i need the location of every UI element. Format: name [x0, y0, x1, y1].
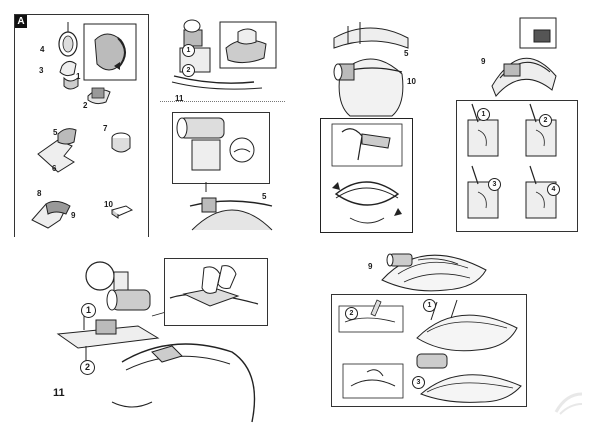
label-part-4: 4 [40, 45, 45, 54]
label-part-1: 1 [76, 72, 81, 81]
bike-helmet-step-1: 1 [423, 299, 436, 312]
helmet-step-2: 2 [539, 114, 552, 127]
label-part-11-top: 11 [175, 94, 184, 103]
knob-illustration [111, 132, 131, 153]
helmet-step-4: 4 [547, 183, 560, 196]
buckle-illustration [31, 200, 71, 229]
helmet-step-1: 1 [477, 108, 490, 121]
label-part-10: 10 [104, 200, 113, 209]
label-part-9: 9 [71, 211, 76, 220]
headband-mount-illustration [171, 19, 277, 90]
label-part-5-helmet: 5 [262, 192, 267, 201]
bike-helmet-illustration [381, 253, 487, 292]
dotted-divider [160, 101, 285, 102]
clip-mount-illustration [37, 128, 77, 173]
section-tag: A [15, 15, 27, 28]
label-part-7: 7 [103, 124, 108, 133]
bike-helmet-step-3: 3 [412, 376, 425, 389]
label-part-6: 6 [52, 164, 57, 173]
label-part-9-helmet: 9 [481, 57, 486, 66]
ring-mount-illustration [58, 22, 137, 105]
watermark-logo [554, 392, 583, 415]
label-part-5-cap: 5 [404, 49, 409, 58]
cap-mount-illustration [333, 22, 409, 117]
label-part-2: 2 [83, 101, 88, 110]
label-part-5: 5 [53, 128, 58, 137]
label-part-8: 8 [37, 189, 42, 198]
label-part-10-cap: 10 [407, 77, 416, 86]
helmet-clip-illustration [491, 17, 557, 97]
bike-mount-illustration [56, 261, 256, 423]
strap-loop-illustration [331, 123, 403, 224]
bike-step-1: 1 [81, 303, 96, 318]
label-part-9-bike: 9 [368, 262, 373, 271]
step-badge-2: 2 [182, 64, 195, 77]
strap-buckle-illustration [169, 265, 259, 307]
bike-step-2: 2 [80, 360, 95, 375]
bike-helmet-steps-illustration [338, 299, 522, 403]
label-part-3: 3 [39, 66, 44, 75]
helmet-step-3: 3 [488, 178, 501, 191]
bike-helmet-step-2: 2 [345, 307, 358, 320]
panel-a-parts [14, 14, 149, 237]
pad-illustration [111, 205, 134, 219]
step-badge-1: 1 [182, 44, 195, 57]
helmet-camera-illustration [176, 117, 273, 231]
label-part-11-bike: 11 [53, 387, 65, 399]
helmet-steps-illustration [467, 103, 557, 219]
